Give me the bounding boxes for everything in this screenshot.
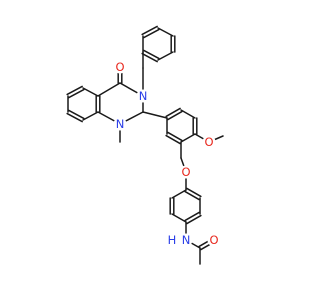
double-bond (167, 131, 183, 142)
atom-label-n-amide: N (182, 233, 191, 247)
atom-label-background (202, 135, 216, 149)
double-bond (184, 190, 200, 201)
single-bond (82, 87, 99, 97)
single-bond (171, 189, 187, 199)
atom-label-background (113, 117, 127, 131)
atom-label-o-methoxy: O (204, 135, 213, 149)
double-bond (143, 28, 160, 39)
atom-label-o-amide: O (209, 233, 218, 247)
double-bond (165, 134, 181, 145)
single-bond (180, 109, 196, 119)
atom-label-h-amide: H (168, 233, 177, 247)
single-bond (171, 213, 187, 223)
double-bond (165, 107, 181, 118)
atom-label-background (179, 165, 193, 179)
atom-label-n1: N (116, 117, 125, 131)
atom-label-background (136, 89, 150, 103)
double-bond (186, 187, 202, 198)
double-bond (141, 25, 158, 36)
atom-label-o-ether: O (181, 165, 190, 179)
atom-label-n3: N (139, 89, 148, 103)
atom-label-background (165, 233, 179, 247)
single-bond (157, 27, 174, 37)
double-bond (66, 85, 83, 96)
bond-layer (66, 25, 224, 265)
atom-label-background (207, 233, 221, 247)
double-bond (184, 211, 200, 222)
double-bond (167, 110, 183, 121)
single-bond (180, 133, 196, 143)
double-bond (143, 49, 160, 60)
atom-label-background (113, 60, 127, 74)
double-bond (186, 214, 202, 225)
single-bond (97, 82, 121, 97)
double-bond (68, 109, 85, 120)
atom-label-background (179, 233, 193, 247)
double-bond (66, 112, 83, 123)
single-bond (157, 51, 174, 61)
atom-label-o-carbonyl: O (115, 60, 124, 74)
single-bond (82, 111, 99, 121)
double-bond (141, 52, 158, 63)
single-bond (142, 111, 168, 119)
double-bond (68, 88, 85, 99)
